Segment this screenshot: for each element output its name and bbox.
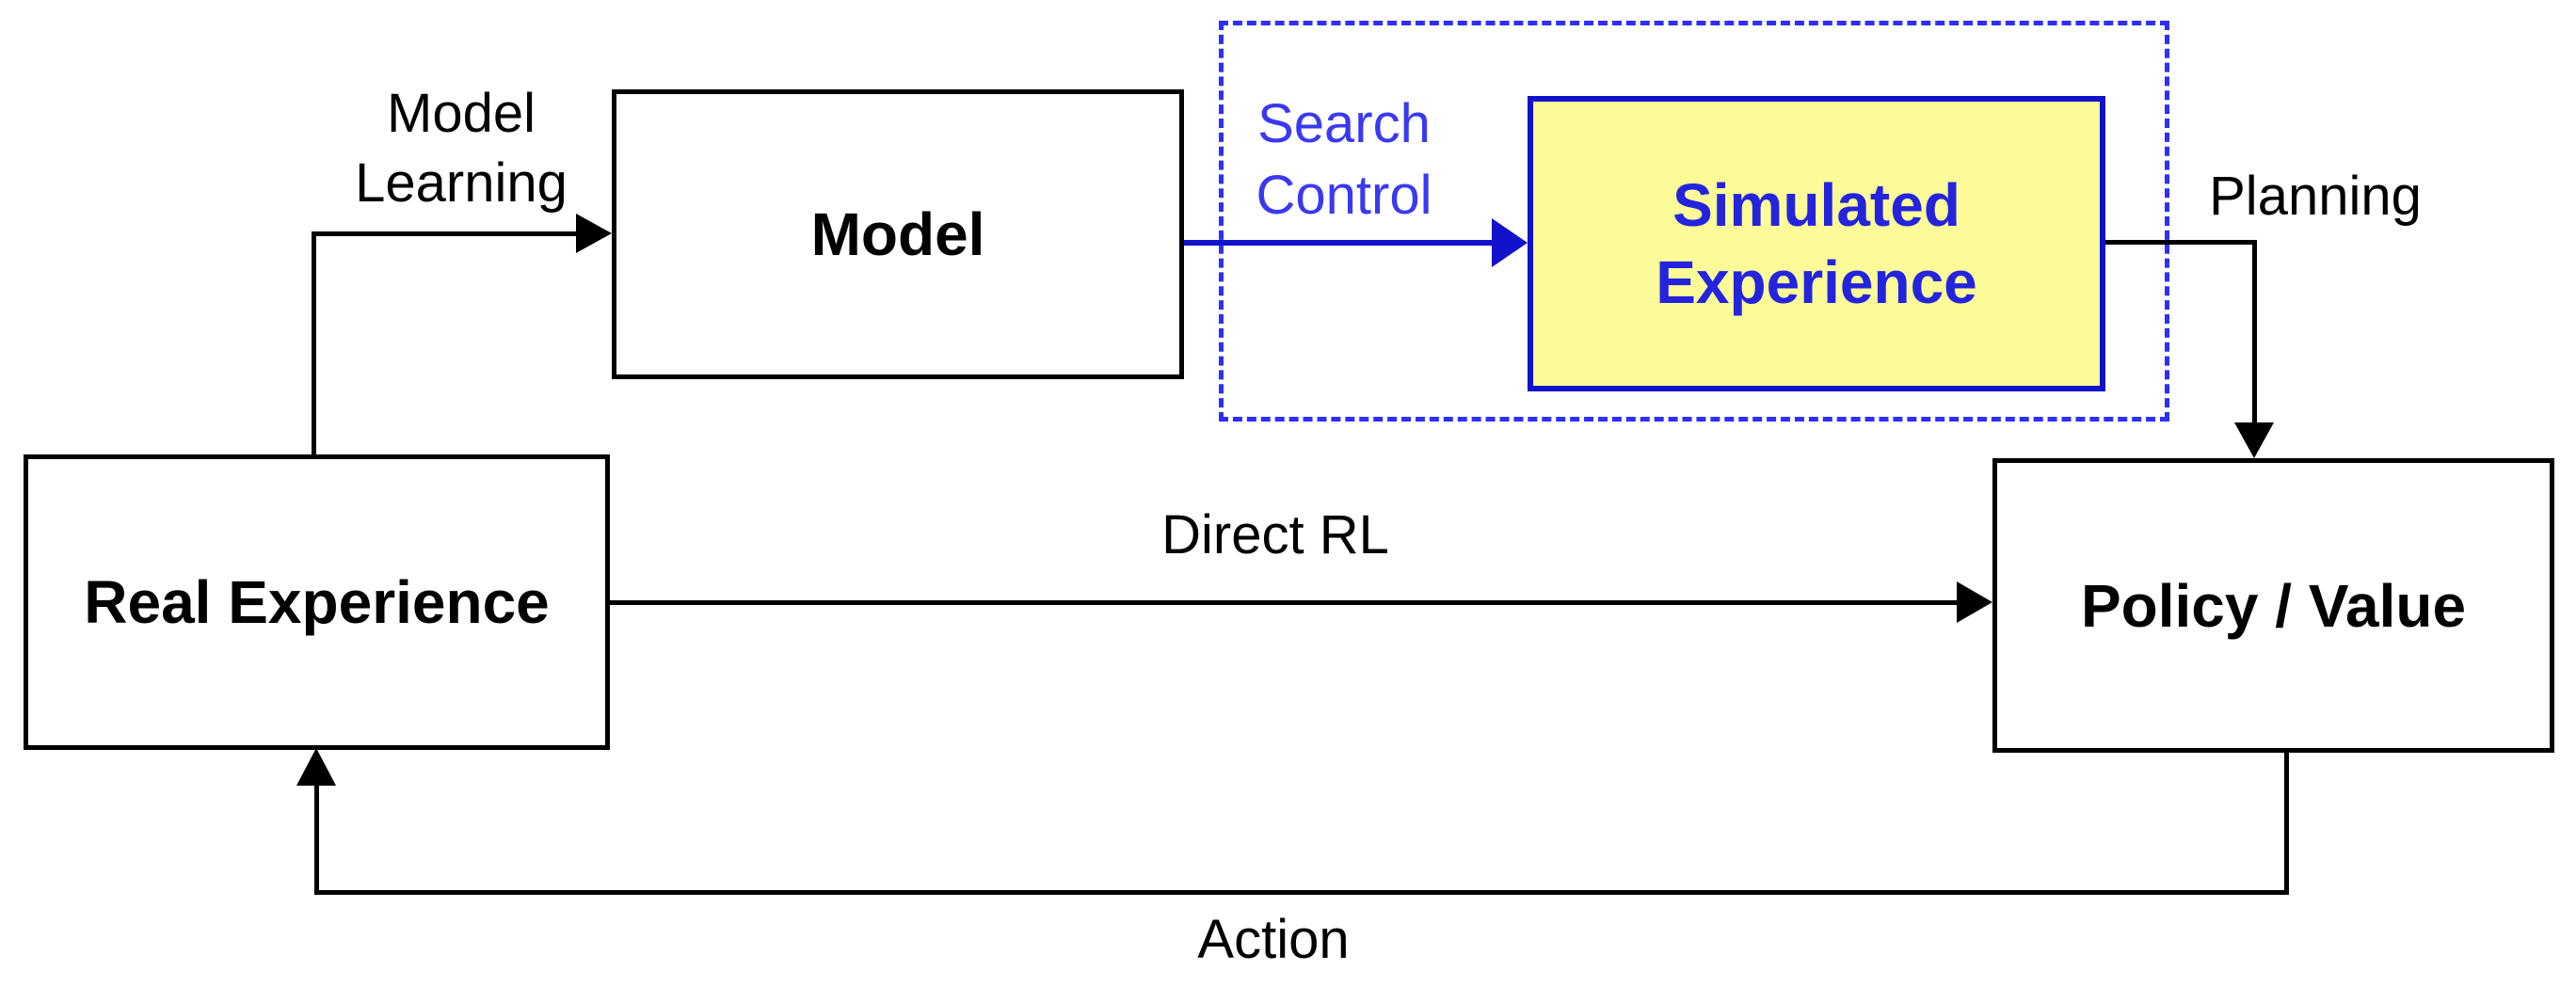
real-experience-node: Real Experience	[24, 454, 610, 750]
action-loop-right-vertical-line	[2284, 753, 2289, 895]
direct-rl-arrowhead	[1957, 581, 1992, 623]
model-learning-arrow-horizontal-line	[312, 231, 576, 236]
model-learning-arrow-vertical-line	[312, 233, 316, 456]
search-control-label: Search Control	[1256, 93, 1432, 226]
planning-arrow-horizontal-line	[2105, 240, 2257, 245]
action-label: Action	[1197, 909, 1350, 970]
model-learning-label: Model Learning	[355, 83, 568, 214]
action-loop-arrowhead	[296, 748, 336, 786]
policy-value-node: Policy / Value	[1992, 458, 2554, 753]
search-control-arrowhead	[1492, 218, 1528, 267]
simulated-experience-node: Simulated Experience	[1528, 96, 2105, 391]
search-control-arrow-line	[1183, 240, 1492, 246]
direct-rl-label: Direct RL	[1161, 504, 1389, 565]
action-loop-left-vertical-line	[314, 784, 319, 895]
policy-value-node-label: Policy / Value	[2080, 571, 2467, 640]
model-node-label: Model	[810, 200, 985, 268]
planning-arrowhead	[2234, 422, 2274, 458]
direct-rl-arrow-line	[610, 600, 1957, 605]
model-learning-arrowhead	[576, 214, 612, 253]
planning-arrow-vertical-line	[2252, 240, 2257, 422]
planning-label: Planning	[2209, 166, 2422, 227]
model-node: Model	[612, 89, 1184, 379]
real-experience-node-label: Real Experience	[84, 568, 550, 636]
search-control-dashed-region	[1219, 21, 2169, 422]
action-loop-horizontal-line	[314, 890, 2289, 895]
simulated-experience-label: Simulated Experience	[1656, 171, 1977, 316]
